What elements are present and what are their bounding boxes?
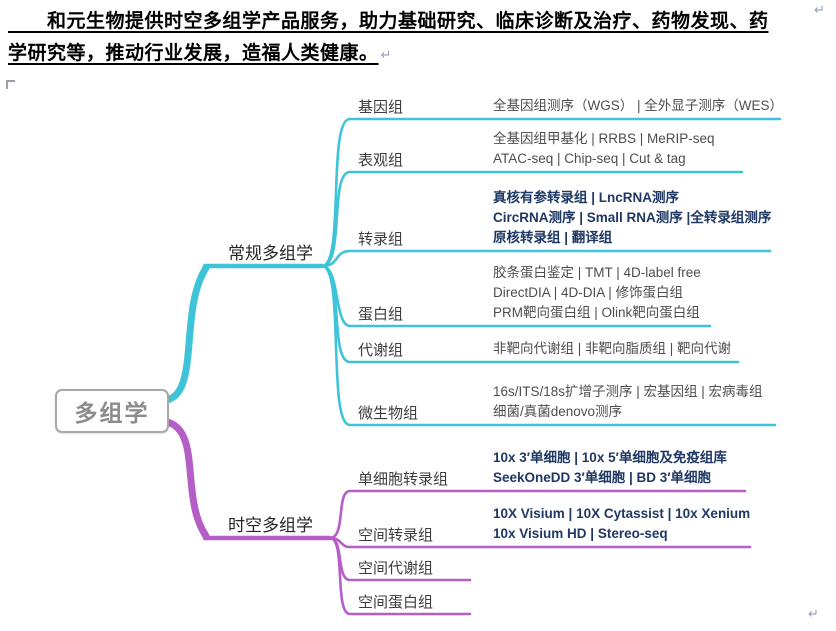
leaf-line: ATAC-seq | Chip-seq | Cut & tag (493, 151, 686, 166)
node-microbiome[interactable]: 微生物组 (358, 405, 419, 422)
node-spatial-metabolome[interactable]: 空间代谢组 (358, 560, 434, 577)
intro-paragraph: 和元生物提供时空多组学产品服务，助力基础研究、临床诊断及治疗、药物发现、药 学研… (8, 6, 828, 72)
node-proteome[interactable]: 蛋白组 (358, 306, 404, 323)
intro-text-1: 和元生物提供时空多组学产品服务，助力基础研究、临床诊断及治疗、药物发现、药 (8, 11, 769, 32)
node-genome[interactable]: 基因组 (358, 99, 404, 116)
node-spatial-proteome[interactable]: 空间蛋白组 (358, 594, 434, 611)
leaf-line: 10X Visium | 10X Cytassist | 10x Xenium (493, 506, 751, 521)
node-singlecell-transcriptome[interactable]: 单细胞转录组 (358, 471, 449, 488)
branch-spatiotemporal-multiomics[interactable]: 时空多组学 (228, 516, 313, 535)
node-metabolome[interactable]: 代谢组 (358, 342, 404, 359)
node-transcriptome[interactable]: 转录组 (358, 231, 404, 248)
node-epigenome[interactable]: 表观组 (358, 152, 404, 169)
paragraph-mark-icon: ↵ (380, 48, 392, 63)
leaf-line: SeekOneDD 3′单细胞 | BD 3′单细胞 (493, 470, 712, 485)
leaf-transcriptome-services: 真核有参转录组 | LncRNA测序 CircRNA测序 | Small RNA… (493, 188, 771, 248)
leaf-genome-services: 全基因组测序（WGS） | 全外显子测序（WES） (493, 96, 783, 116)
leaf-line: DirectDIA | 4D-DIA | 修饰蛋白组 (493, 285, 684, 300)
leaf-line: 10x 3′单细胞 | 10x 5′单细胞及免疫组库 (493, 450, 727, 465)
intro-line-2: 学研究等，推动行业发展，造福人类健康。↵ (8, 38, 828, 72)
intro-text-2: 学研究等，推动行业发展，造福人类健康。 (8, 43, 379, 64)
leaf-line: 16s/ITS/18s扩增子测序 | 宏基因组 | 宏病毒组 (493, 384, 763, 399)
leaf-line: 细菌/真菌denovo测序 (493, 404, 623, 419)
paragraph-mark-icon: ↵ (814, 3, 825, 18)
root-node-multiomics[interactable]: 多组学 (55, 389, 169, 433)
leaf-line: CircRNA测序 | Small RNA测序 |全转录组测序 (493, 210, 772, 225)
node-spatial-transcriptome[interactable]: 空间转录组 (358, 527, 434, 544)
leaf-line: 10x Visium HD | Stereo-seq (493, 526, 668, 541)
leaf-metabolome-services: 非靶向代谢组 | 非靶向脂质组 | 靶向代谢 (493, 339, 731, 359)
object-anchor-mark (6, 80, 15, 89)
leaf-line: 原核转录组 | 翻译组 (493, 230, 613, 245)
leaf-spatial-transcriptome-services: 10X Visium | 10X Cytassist | 10x Xenium … (493, 504, 750, 544)
leaf-line: 非靶向代谢组 | 非靶向脂质组 | 靶向代谢 (493, 341, 732, 356)
leaf-microbiome-services: 16s/ITS/18s扩增子测序 | 宏基因组 | 宏病毒组 细菌/真菌deno… (493, 382, 763, 422)
leaf-line: 胶条蛋白鉴定 | TMT | 4D-label free (493, 265, 701, 280)
leaf-singlecell-services: 10x 3′单细胞 | 10x 5′单细胞及免疫组库 SeekOneDD 3′单… (493, 448, 727, 488)
branch-connector (163, 264, 210, 404)
leaf-line: 真核有参转录组 | LncRNA测序 (493, 190, 680, 205)
paragraph-mark-icon: ↵ (808, 607, 819, 622)
leaf-epigenome-services: 全基因组甲基化 | RRBS | MeRIP-seq ATAC-seq | Ch… (493, 129, 715, 169)
leaf-proteome-services: 胶条蛋白鉴定 | TMT | 4D-label free DirectDIA |… (493, 263, 701, 323)
intro-line-1: 和元生物提供时空多组学产品服务，助力基础研究、临床诊断及治疗、药物发现、药 (8, 6, 828, 38)
branch-connector (163, 418, 210, 540)
leaf-line: 全基因组测序（WGS） | 全外显子测序（WES） (493, 98, 784, 113)
branch-conventional-multiomics[interactable]: 常规多组学 (228, 244, 313, 263)
root-node-label: 多组学 (74, 400, 150, 426)
leaf-line: PRM靶向蛋白组 | Olink靶向蛋白组 (493, 305, 700, 320)
leaf-line: 全基因组甲基化 | RRBS | MeRIP-seq (493, 131, 715, 146)
